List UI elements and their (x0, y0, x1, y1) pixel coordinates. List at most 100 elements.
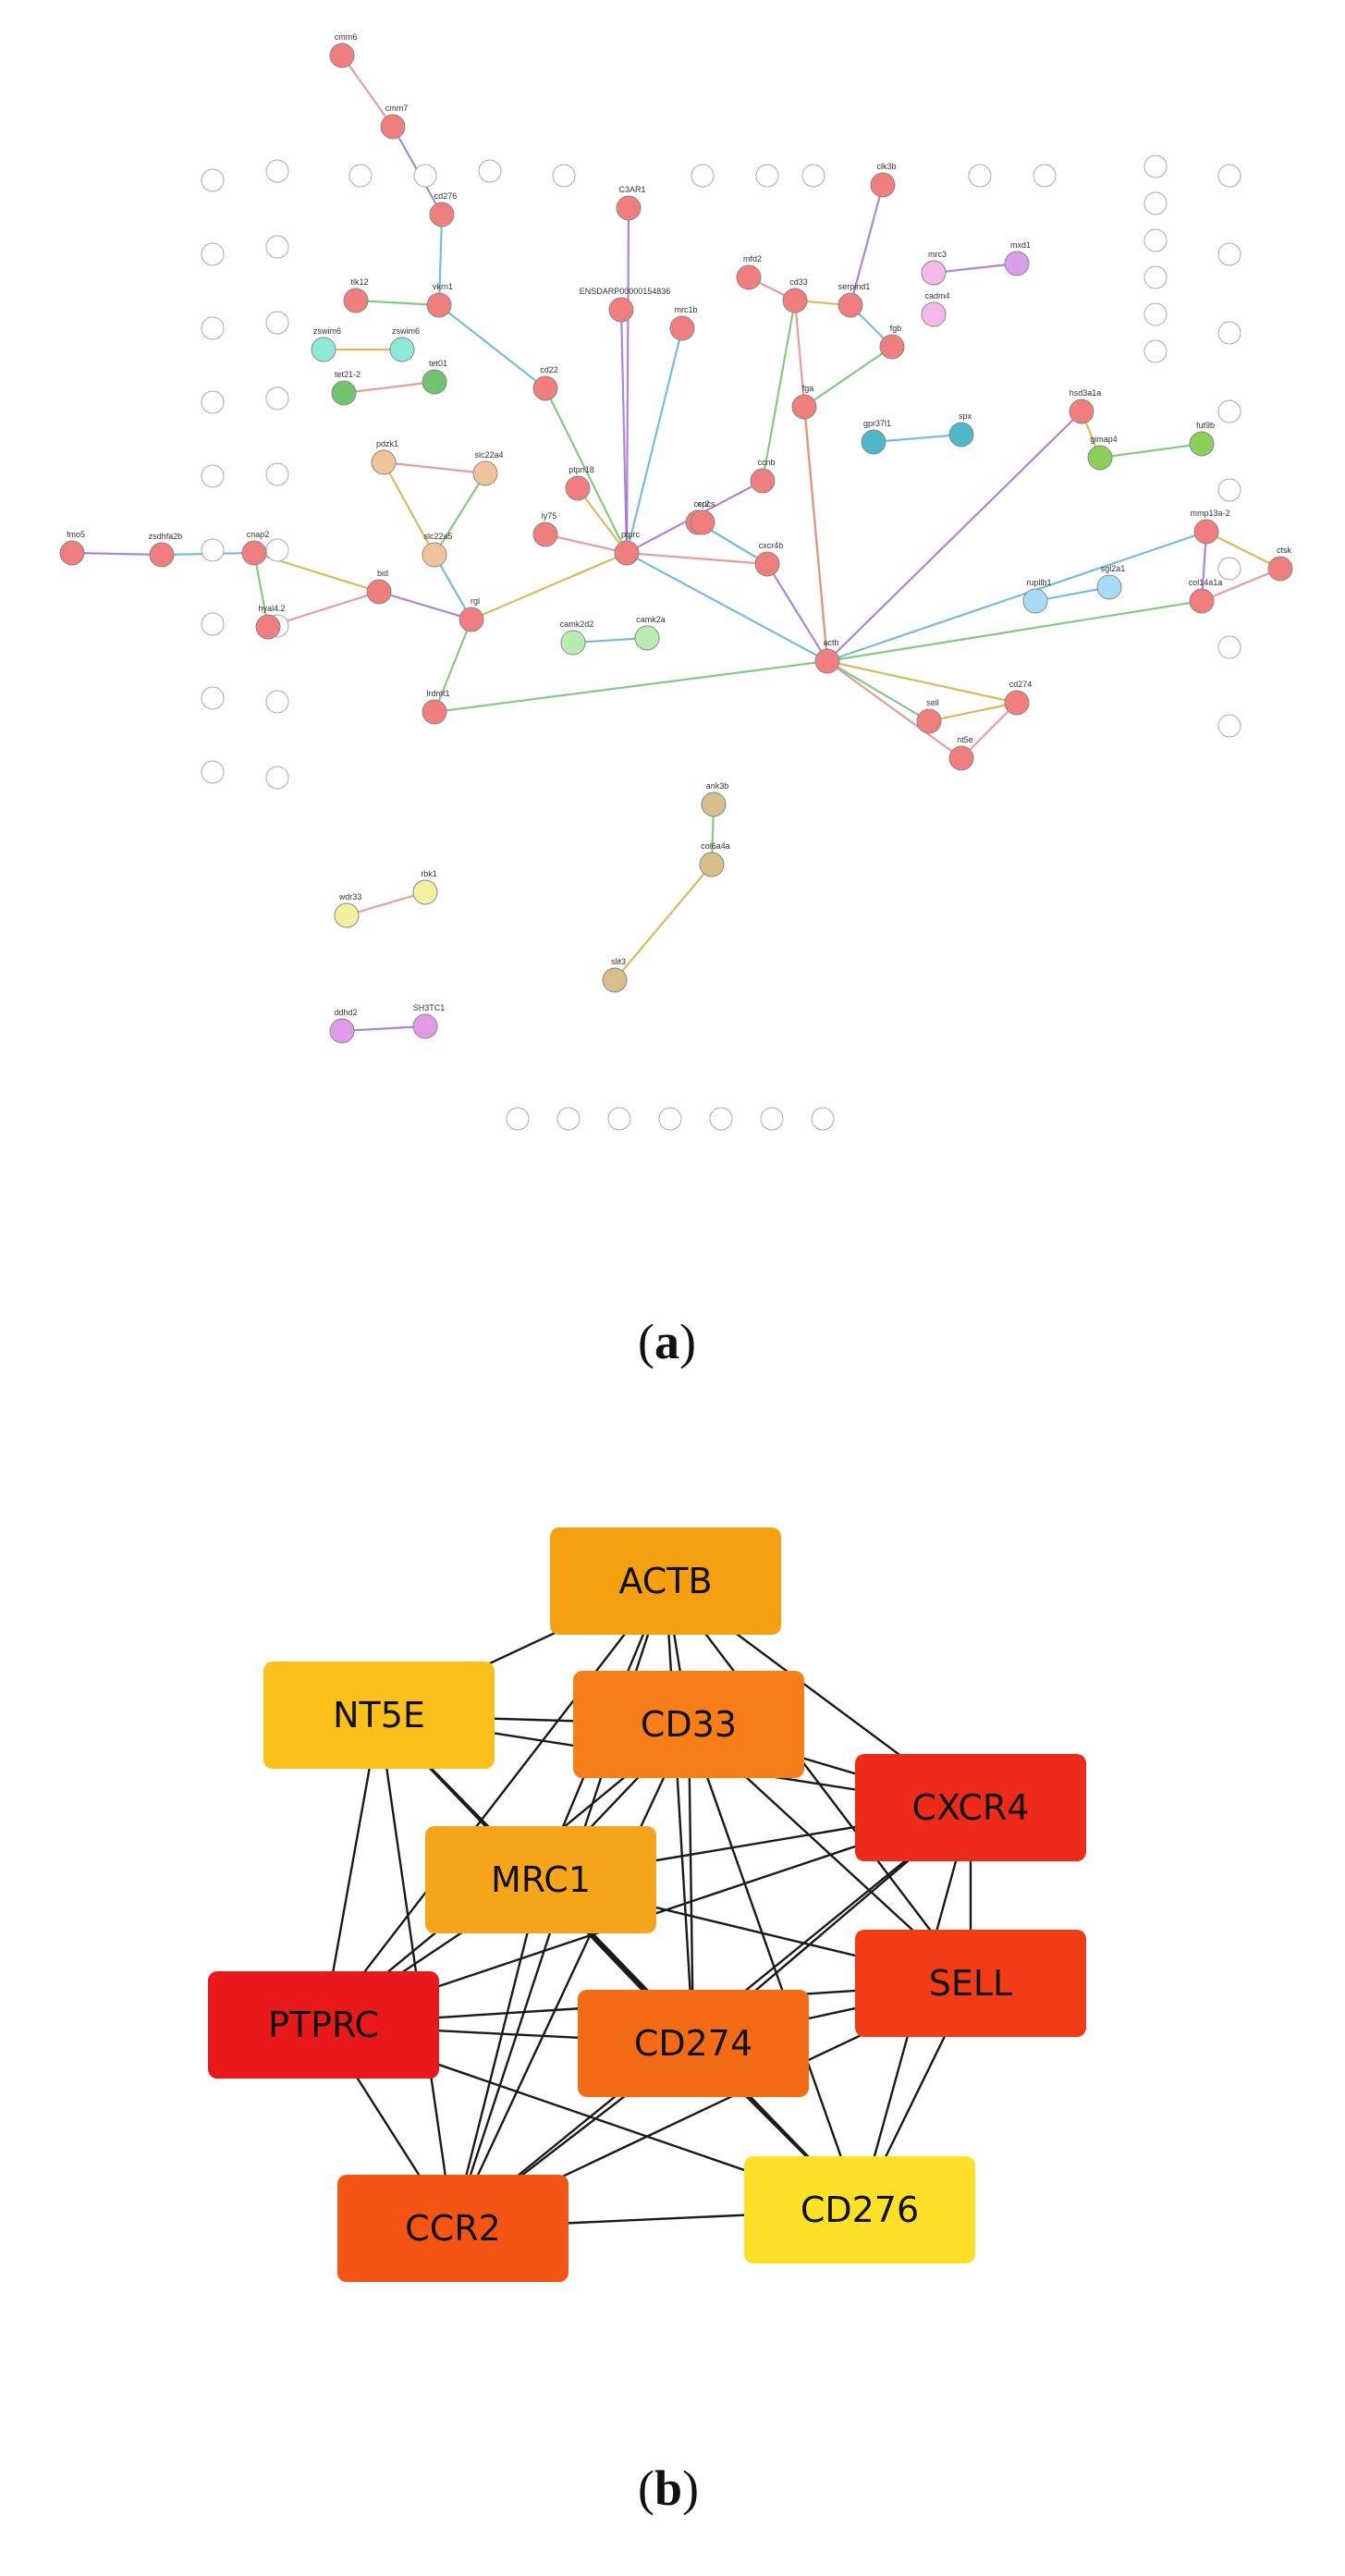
network-edge (71, 551, 163, 557)
singleton-node (265, 538, 289, 562)
node-label: hyal4.2 (258, 604, 285, 613)
singleton-node (201, 760, 225, 784)
network-node: hsd3a1a (1069, 388, 1101, 424)
network-edge (626, 552, 828, 662)
network-node: zswim6 (311, 326, 341, 362)
node-circle (422, 542, 447, 568)
network-node: ptpn18 (565, 465, 594, 501)
node-circle (921, 301, 947, 327)
node-label: ctsk (1277, 546, 1292, 555)
node-circle (614, 540, 640, 566)
hub-node-mrc1: MRC1 (425, 1826, 656, 1933)
node-label: fut9b (1196, 421, 1215, 430)
node-label: slc22a4 (474, 450, 503, 460)
hub-edge (451, 1879, 543, 2229)
node-label: gimap4 (1090, 435, 1118, 444)
singleton-node (265, 766, 289, 790)
hub-node-ptprc: PTPRC (208, 1971, 439, 2079)
network-edge (619, 309, 629, 554)
singleton-node (811, 1107, 835, 1131)
node-circle (532, 375, 558, 401)
network-node: cmm7 (380, 104, 408, 140)
node-label: vkrn1 (433, 282, 453, 291)
network-edge (1201, 567, 1281, 603)
singleton-node (265, 159, 289, 183)
network-node: cmm6 (329, 32, 357, 68)
node-label: cxcr4b (759, 541, 784, 550)
network-edge (626, 551, 768, 566)
node-circle (1004, 251, 1030, 276)
network-node: cnap2 (241, 530, 270, 566)
node-label: ank3b (706, 781, 729, 791)
singleton-node (265, 235, 289, 259)
node-circle (59, 540, 85, 566)
network-node: fga (791, 384, 817, 420)
singleton-node (607, 1107, 631, 1131)
network-node: ctsk (1267, 546, 1293, 582)
network-edge (793, 300, 829, 662)
node-label: SH3TC1 (413, 1003, 446, 1012)
node-label: mrc3 (928, 250, 947, 259)
network-node: nt5e (948, 735, 974, 771)
network-node: slc22a4 (472, 450, 504, 486)
singleton-node (413, 164, 437, 188)
hub-node-actb: ACTB (550, 1527, 781, 1635)
node-circle (669, 315, 695, 341)
node-circle (472, 460, 498, 486)
singleton-node (1217, 635, 1241, 659)
node-circle (750, 468, 776, 494)
node-label: gpr37l1 (863, 419, 891, 428)
network-node: serpind1 (838, 282, 870, 318)
node-label: cd33 (789, 277, 808, 287)
singleton-node (1143, 265, 1168, 289)
node-circle (814, 648, 840, 674)
network-node: hyal4.2 (255, 604, 286, 640)
network-node: tet01 (422, 359, 447, 395)
singleton-node (265, 311, 289, 335)
network-node: rgl (459, 596, 484, 632)
network-edge (960, 702, 1018, 759)
network-node: ank3b (701, 781, 729, 817)
network-node: spx (948, 411, 974, 448)
node-circle (426, 292, 452, 318)
network-edge (873, 433, 962, 444)
singleton-node (201, 390, 225, 414)
node-circle (634, 625, 660, 651)
singleton-node (1143, 191, 1168, 215)
node-label: cnap2 (247, 530, 270, 539)
node-circle (921, 260, 947, 286)
node-circle (422, 699, 447, 725)
node-label: cd22 (540, 365, 558, 374)
node-circle (532, 521, 558, 547)
singleton-node (691, 164, 715, 188)
network-node: cd274 (1004, 680, 1032, 716)
node-circle (879, 334, 905, 360)
network-node: cd33 (782, 277, 808, 313)
node-circle (608, 297, 634, 323)
network-node: zswim6 (389, 326, 420, 362)
node-circle (602, 967, 628, 993)
singleton-node (709, 1107, 733, 1131)
node-circle (699, 852, 725, 877)
network-node: zsdhfa2b (149, 532, 182, 568)
network-edge (849, 184, 885, 306)
singleton-node (760, 1107, 784, 1131)
network-edge (826, 660, 930, 722)
node-circle (560, 630, 586, 656)
network-edge (928, 701, 1018, 723)
singleton-node (1143, 339, 1168, 363)
node-circle (1004, 690, 1030, 716)
node-circle (565, 475, 591, 501)
node-label: ddhd2 (334, 1008, 357, 1017)
node-circle (1189, 431, 1215, 457)
network-node: gimap4 (1087, 435, 1118, 471)
network-node: slc22a5 (422, 532, 453, 568)
network-edge (933, 262, 1018, 275)
network-edge (544, 533, 628, 555)
node-label: fga (802, 384, 814, 393)
network-node: sgl2a1 (1096, 564, 1125, 600)
network-edge (438, 304, 546, 389)
hub-node-sell: SELL (855, 1930, 1086, 2037)
node-label: fmo5 (67, 530, 85, 539)
network-node: cd22 (532, 365, 558, 401)
